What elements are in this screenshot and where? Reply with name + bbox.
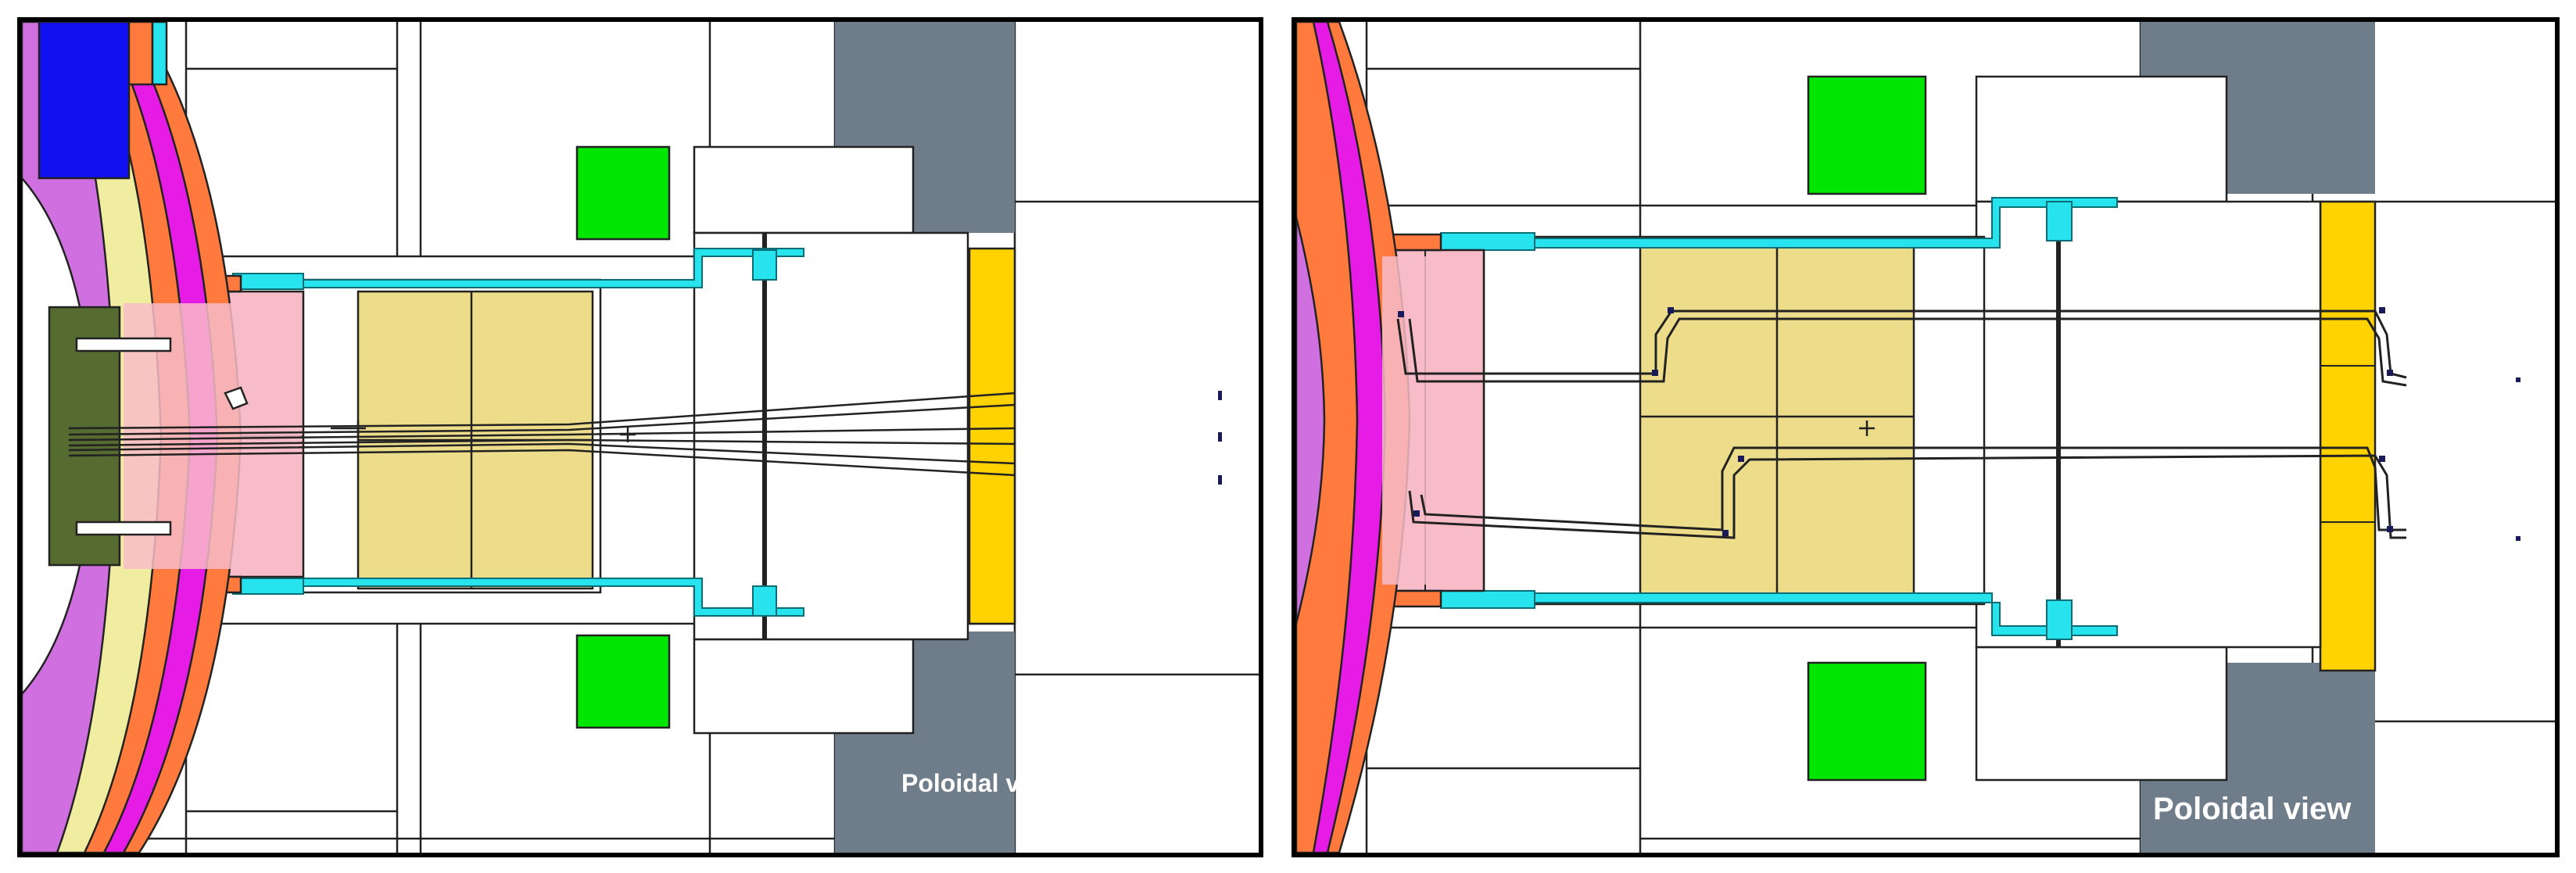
blue-block bbox=[38, 22, 131, 180]
diagnostic-sightlines bbox=[68, 392, 1016, 477]
gold-block bbox=[2319, 200, 2377, 672]
detector-mark-2 bbox=[2516, 536, 2520, 541]
detector-mark-1 bbox=[1218, 391, 1222, 400]
gold-block bbox=[968, 247, 1016, 625]
detector-mark-1 bbox=[2516, 377, 2520, 382]
orange-strip-top bbox=[127, 22, 154, 86]
cyan-clamp-top bbox=[2046, 201, 2073, 242]
poloidal-view-panel-left: Poloidal view bbox=[17, 17, 1263, 857]
cyan-edge-bottom bbox=[1440, 590, 1535, 609]
plug-arm-bottom bbox=[75, 521, 172, 536]
flange-bottom bbox=[693, 638, 915, 735]
flange-body bbox=[1975, 200, 2322, 649]
green-block-top bbox=[575, 145, 671, 241]
flange-bottom bbox=[1975, 646, 2228, 782]
cyan-strip-top bbox=[151, 22, 168, 86]
cyan-edge-bottom bbox=[232, 578, 304, 595]
cyan-edge-top bbox=[232, 273, 304, 290]
detector-mark-3 bbox=[1218, 475, 1222, 485]
cyan-clamp-bottom bbox=[2046, 599, 2073, 640]
cyan-clamp-bottom bbox=[752, 585, 777, 617]
right-cross-section-drawing: Poloidal view bbox=[1296, 22, 2555, 853]
left-cross-section-drawing: Poloidal view bbox=[22, 22, 1259, 853]
flange-top bbox=[693, 145, 915, 234]
vessel-layers bbox=[1296, 22, 1411, 853]
pink-region-overlay bbox=[1382, 256, 1482, 585]
poloidal-view-panel-right: Poloidal view bbox=[1292, 17, 2560, 857]
flange-top bbox=[1975, 75, 2228, 203]
green-block-bottom bbox=[575, 634, 671, 729]
plug-arm-top bbox=[75, 337, 172, 352]
green-block-bottom bbox=[1807, 661, 1927, 782]
cyan-edge-top bbox=[1440, 232, 1535, 251]
reflector-mirror bbox=[224, 386, 249, 410]
view-label: Poloidal view bbox=[901, 769, 1060, 797]
flange-body bbox=[693, 231, 969, 641]
cyan-clamp-top bbox=[752, 249, 777, 281]
mirror-marks bbox=[1398, 307, 2393, 536]
view-label: Poloidal view bbox=[2153, 792, 2352, 826]
green-block-top bbox=[1807, 75, 1927, 195]
detector-mark-2 bbox=[1218, 432, 1222, 442]
